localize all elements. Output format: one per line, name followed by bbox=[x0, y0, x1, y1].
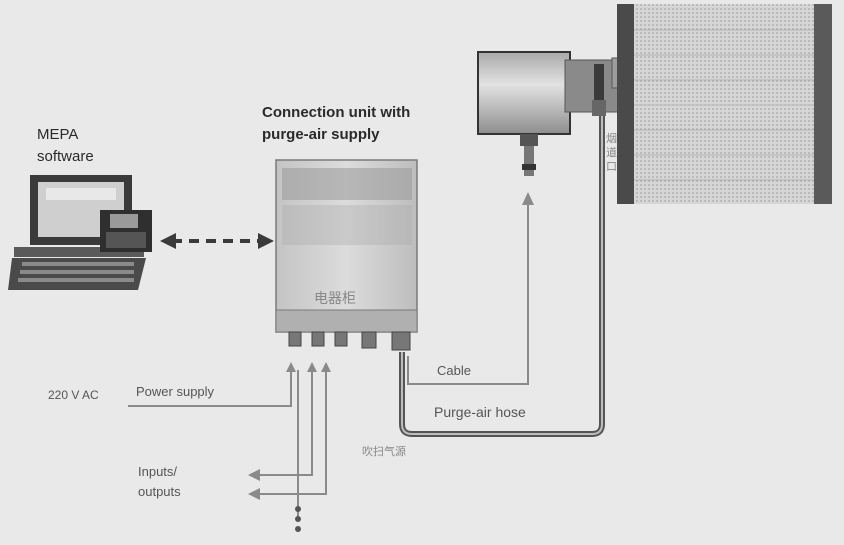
data-link-arrow bbox=[160, 233, 274, 249]
cable-label: Cable bbox=[437, 363, 471, 378]
io-label: Inputs/ outputs bbox=[138, 464, 181, 499]
computer-icon bbox=[8, 175, 152, 290]
mepa-software-label: MEPA software bbox=[37, 126, 94, 165]
cable-line bbox=[407, 192, 534, 385]
connection-unit-label: Connection unit with purge-air supply bbox=[262, 104, 411, 143]
stack-duct bbox=[617, 4, 832, 204]
continuation-dots bbox=[295, 506, 301, 532]
power-supply-label: Power supply bbox=[136, 384, 215, 399]
purge-air-hose bbox=[399, 112, 605, 437]
connection-unit-box bbox=[275, 159, 418, 351]
power-supply-line bbox=[128, 362, 296, 407]
purge-air-hose-label: Purge-air hose bbox=[434, 404, 526, 420]
unit-cn-label: 电器柜 bbox=[314, 290, 356, 306]
voltage-label: 220 V AC bbox=[48, 388, 99, 402]
purge-cn-label: 吹扫气源 bbox=[362, 446, 406, 458]
io-lines bbox=[248, 362, 331, 520]
stack-cn-label: 烟 道 口 bbox=[606, 133, 617, 173]
